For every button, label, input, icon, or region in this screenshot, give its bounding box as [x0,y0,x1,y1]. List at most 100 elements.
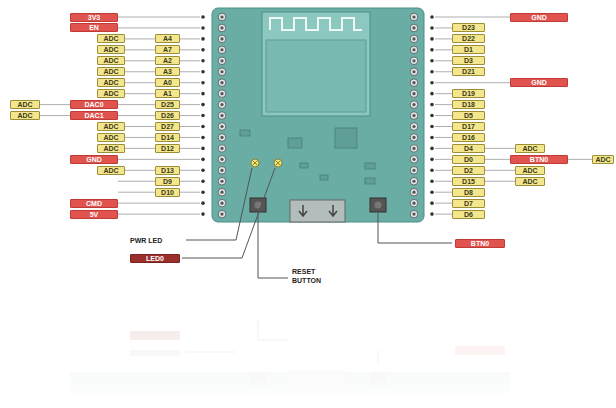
pin-name: ADC [103,46,118,53]
pin-name: DAC1 [84,112,103,119]
pin-label: ADC [10,111,40,120]
pin-label-red: EN [70,23,118,32]
pin-label: D21 [452,67,485,76]
pin-label: D15 [452,177,485,186]
pin-name: D16 [462,134,475,141]
pin-label: D6 [452,210,485,219]
esp32-module [262,12,370,116]
pin-name: D21 [462,68,475,75]
pin-label: ADC [515,177,545,186]
pin-name: D8 [464,189,473,196]
pin-name: ADC [103,167,118,174]
pin-label: A7 [155,45,180,54]
pin-label: D27 [155,122,180,131]
pin-name: LED0 [146,255,164,262]
pin-label: A0 [155,78,180,87]
pin-name: ADC [595,156,610,163]
pin-label-red: GND [510,78,568,87]
pin-label: ADC [515,144,545,153]
pin-name: D19 [462,90,475,97]
components [240,128,375,184]
pin-label: D26 [155,111,180,120]
pin-name: CMD [86,200,102,207]
pin-name: ADC [103,90,118,97]
pin-name: A2 [163,57,172,64]
pin-name: ADC [103,123,118,130]
pin-label: D0 [452,155,485,164]
pin-label-red: GND [70,155,118,164]
pin-name: D27 [161,123,174,130]
pin-label: D1 [452,45,485,54]
pin-name: ADC [103,79,118,86]
pin-name: D26 [161,112,174,119]
pin-name: D0 [464,156,473,163]
pin-name: A0 [163,79,172,86]
pin-label: D10 [155,188,180,197]
pin-name: GND [531,14,547,21]
pin-name: EN [89,24,99,31]
pin-label: D23 [452,23,485,32]
pin-label: ADC [515,166,545,175]
pin-label: ADC [97,34,125,43]
pin-label: D16 [452,133,485,142]
pin-label-red: 5V [70,210,118,219]
pin-name: A1 [163,90,172,97]
pin-name: D13 [161,167,174,174]
pin-headers [201,13,434,218]
callout-label: PWR LED [130,236,162,245]
pin-label-red: BTN0 [510,155,568,164]
pin-label: ADC [97,78,125,87]
pin-name: GND [531,79,547,86]
pin-name: D10 [161,189,174,196]
pin-name: A4 [163,35,172,42]
pin-label: D22 [452,34,485,43]
pin-label-red: DAC1 [70,111,118,120]
pin-name: D2 [464,167,473,174]
pin-label-red: BTN0 [455,239,505,248]
pin-name: A7 [163,46,172,53]
pin-name: A3 [163,68,172,75]
pin-name: D22 [462,35,475,42]
pin-name: D5 [464,112,473,119]
pin-label: D25 [155,100,180,109]
pin-label-red: CMD [70,199,118,208]
pin-name: 5V [90,211,99,218]
pin-name: D12 [161,145,174,152]
pin-name: ADC [17,112,32,119]
pin-label: A4 [155,34,180,43]
pin-label: ADC [97,144,125,153]
pin-label: ADC [97,133,125,142]
pin-name: ADC [522,167,537,174]
pin-name: ADC [522,178,537,185]
pin-name: D4 [464,145,473,152]
pin-label: ADC [97,166,125,175]
led-label: LED0 [130,254,180,263]
leds [251,159,282,167]
pin-name: D1 [464,46,473,53]
pin-name: BTN0 [530,156,548,163]
pin-label: ADC [97,56,125,65]
pin-label: D18 [452,100,485,109]
pin-label: ADC [10,100,40,109]
pin-label-red: 3V3 [70,13,118,22]
pin-name: ADC [103,145,118,152]
pin-name: ADC [103,57,118,64]
pin-label: ADC [97,89,125,98]
pin-name: ADC [103,134,118,141]
pin-name: D9 [163,178,172,185]
pin-label: ADC [592,155,614,164]
usb-connector [290,200,345,222]
pin-name: D17 [462,123,475,130]
pin-name: D3 [464,57,473,64]
pin-name: BTN0 [471,240,489,247]
callout-label: RESET BUTTON [292,267,332,285]
pin-label: D19 [452,89,485,98]
pin-label: D4 [452,144,485,153]
pin-label: D17 [452,122,485,131]
leader-lines [182,168,452,278]
pin-label: D9 [155,177,180,186]
pin-label: D8 [452,188,485,197]
pin-label: D14 [155,133,180,142]
pin-label: A1 [155,89,180,98]
pin-name: ADC [103,35,118,42]
